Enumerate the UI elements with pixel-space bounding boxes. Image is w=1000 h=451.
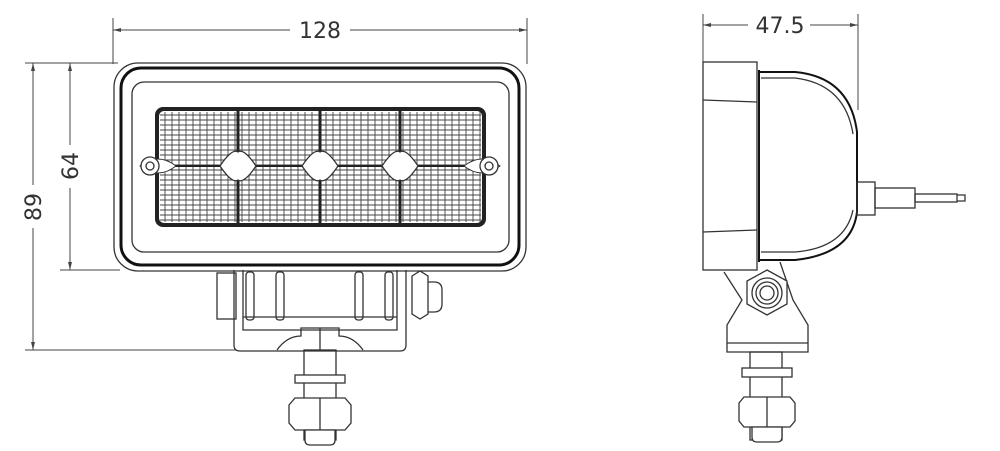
front-view bbox=[113, 62, 527, 446]
side-view bbox=[702, 61, 966, 443]
dimension-depth: 47.5 bbox=[702, 14, 859, 110]
screw-icon bbox=[479, 156, 499, 176]
lens bbox=[139, 107, 501, 227]
screw-icon bbox=[140, 156, 160, 176]
dimension-depth-label: 47.5 bbox=[756, 14, 805, 39]
side-bracket bbox=[723, 261, 809, 443]
dimension-total-height-label: 89 bbox=[22, 193, 47, 221]
dimension-lens-height: 64 bbox=[59, 62, 120, 271]
dimension-width: 128 bbox=[112, 18, 528, 64]
mount-bracket bbox=[216, 270, 443, 446]
dimension-width-label: 128 bbox=[299, 19, 341, 44]
cable bbox=[856, 181, 966, 216]
dimension-lens-height-label: 64 bbox=[59, 152, 84, 180]
dimension-total-height: 89 bbox=[22, 62, 236, 351]
